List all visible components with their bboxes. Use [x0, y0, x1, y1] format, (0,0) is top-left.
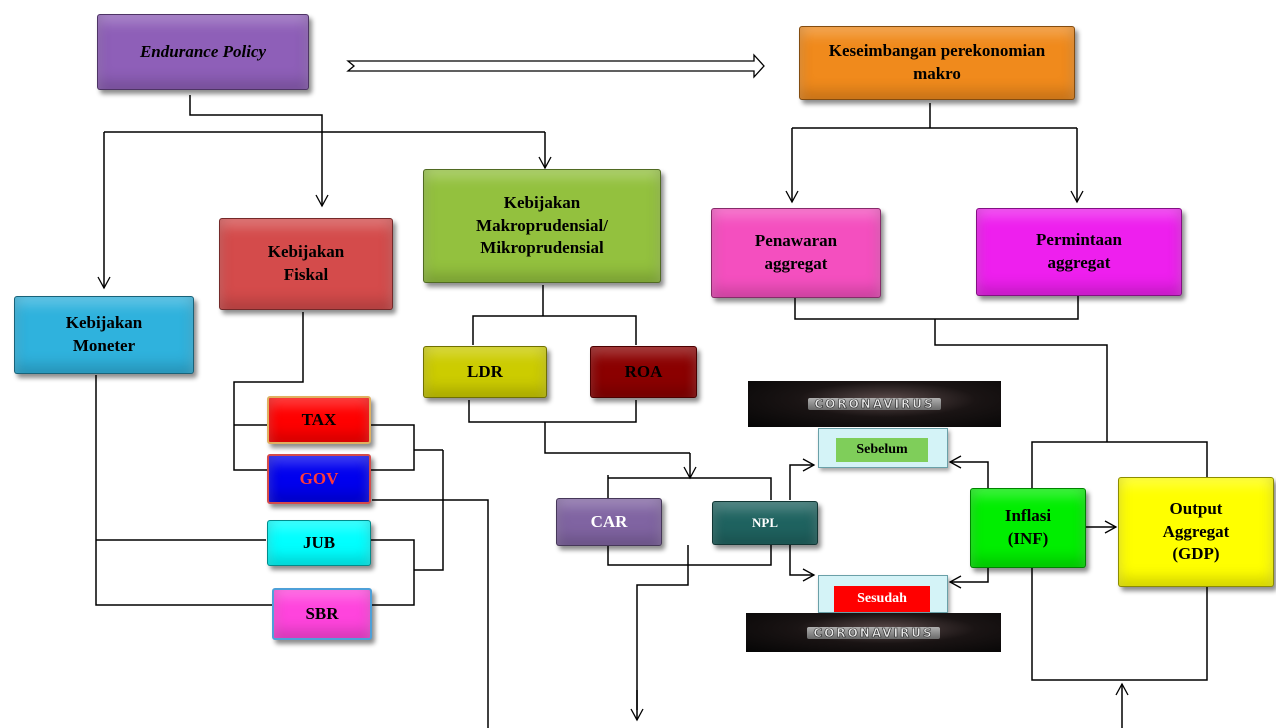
penawaran-box: Penawaran aggregat [711, 208, 881, 298]
sesudah-label: Sesudah [857, 591, 907, 606]
endurance-connector [104, 95, 545, 133]
inflasi-box: Inflasi (INF) [970, 488, 1086, 568]
endurance-policy-box: Endurance Policy [97, 14, 309, 90]
tax-box: TAX [267, 396, 371, 444]
ldr-roa-connector [468, 400, 690, 454]
sbr-box: SBR [272, 588, 372, 640]
jub-sbr-bracket [370, 450, 444, 606]
moneter-label: Kebijakan Moneter [65, 313, 143, 355]
inflasi-label: Inflasi (INF) [1004, 506, 1052, 548]
keseimbangan-connector [792, 103, 1077, 129]
sebelum-tag: Sebelum [836, 438, 928, 462]
makro-connector [472, 285, 637, 345]
output-label: Output Aggregat (GDP) [1162, 498, 1230, 564]
permintaan-box: Permintaan aggregat [976, 208, 1182, 296]
tax-label: TAX [301, 409, 337, 429]
car-box: CAR [556, 498, 662, 546]
gov-label: GOV [299, 468, 339, 488]
coronavirus-banner-top: CORONAVIRUS [748, 381, 1001, 427]
sbr-label: SBR [305, 603, 339, 623]
roa-box: ROA [590, 346, 697, 398]
coronavirus-banner-top-text: CORONAVIRUS [808, 398, 941, 410]
roa-label: ROA [624, 361, 663, 381]
moneter-box: Kebijakan Moneter [14, 296, 194, 374]
coronavirus-banner-bottom: CORONAVIRUS [746, 613, 1001, 652]
left-down-line [372, 499, 489, 728]
hollow-arrow [346, 53, 765, 79]
tax-gov-bracket [370, 424, 443, 471]
permintaan-label: Permintaan aggregat [1036, 230, 1122, 272]
npl-box: NPL [712, 501, 818, 545]
fiskal-connector [233, 312, 304, 471]
makroprudensial-box: Kebijakan Makroprudensial/ Mikroprudensi… [423, 169, 661, 283]
sebelum-label: Sebelum [856, 442, 908, 457]
npl-to-sebelum [789, 458, 816, 500]
endurance-policy-label: Endurance Policy [139, 41, 267, 61]
sesudah-tag: Sesudah [834, 586, 930, 612]
penawaran-label: Penawaran aggregat [754, 231, 838, 273]
gov-box: GOV [267, 454, 371, 504]
makroprudensial-label: Kebijakan Makroprudensial/ Mikroprudensi… [476, 192, 608, 258]
ldr-label: LDR [467, 361, 503, 381]
inflasi-to-sebelum [948, 455, 989, 488]
npl-to-sesudah [789, 545, 816, 582]
fiskal-label: Kebijakan Fiskal [267, 242, 345, 284]
coronavirus-banner-bottom-text: CORONAVIRUS [807, 626, 940, 639]
car-npl-connector [607, 475, 772, 710]
ldr-box: LDR [423, 346, 547, 398]
jub-box: JUB [267, 520, 371, 566]
keseimbangan-box: Keseimbangan perekonomian makro [799, 26, 1075, 100]
moneter-connector [95, 375, 272, 606]
inflasi-to-sesudah [948, 568, 989, 589]
jub-label: JUB [302, 532, 336, 552]
car-label: CAR [590, 511, 628, 531]
fiskal-box: Kebijakan Fiskal [219, 218, 393, 310]
keseimbangan-label: Keseimbangan perekonomian makro [828, 41, 1046, 83]
output-box: Output Aggregat (GDP) [1118, 477, 1274, 587]
npl-label: NPL [752, 515, 778, 531]
